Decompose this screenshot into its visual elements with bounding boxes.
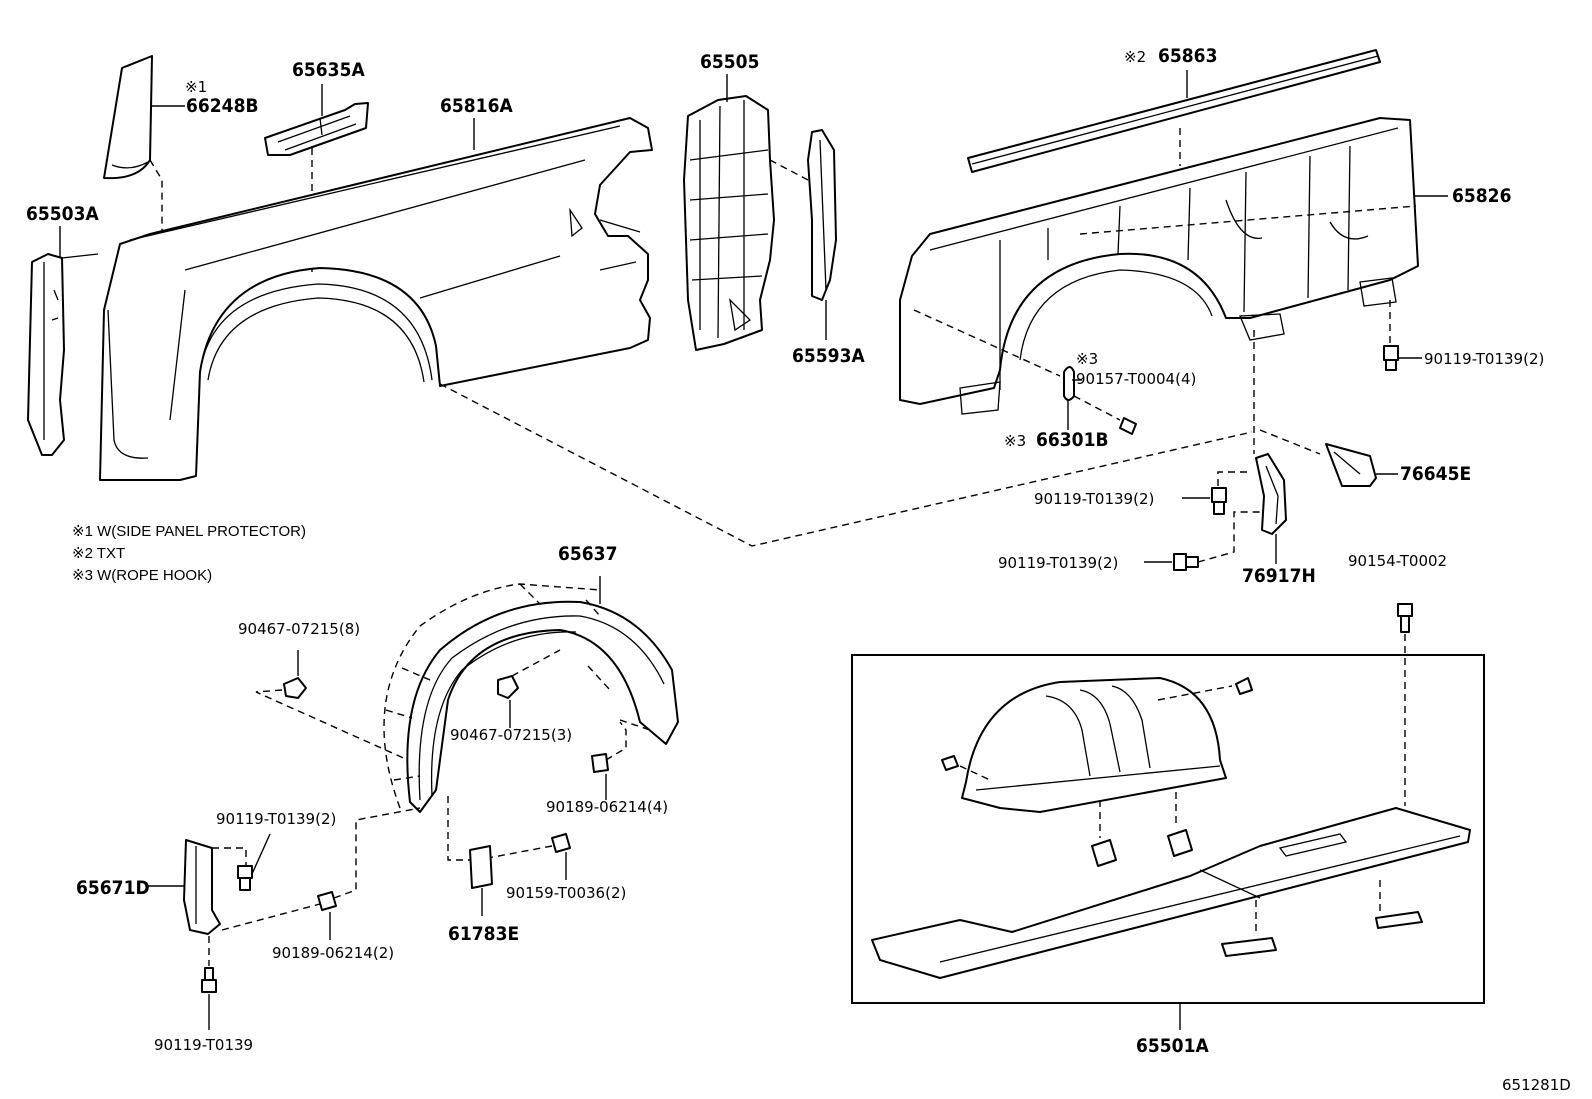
label-90157-T0004[interactable]: 90157-T0004(4) (1076, 370, 1196, 388)
label-65635A[interactable]: 65635A (292, 59, 365, 81)
part-76645E-shape[interactable] (1325, 443, 1377, 487)
label-90189-06214-4[interactable]: 90189-06214(4) (546, 798, 668, 816)
part-65503A-shape[interactable] (27, 253, 99, 456)
label-65505[interactable]: 65505 (700, 51, 759, 73)
rope-hook-66301B[interactable] (1063, 366, 1075, 401)
label-90119-T0139-a[interactable]: 90119-T0139(2) (1424, 350, 1544, 368)
part-65671D-shape[interactable] (183, 839, 221, 935)
bolt-90157-T0004[interactable] (1119, 417, 1137, 435)
bolt-90119-T0139-b[interactable] (1211, 487, 1227, 515)
label-65826[interactable]: 65826 (1452, 185, 1511, 207)
part-65505-shape[interactable] (683, 95, 775, 351)
part-65637-shape[interactable] (406, 600, 679, 813)
bolt-90119-T0139-d[interactable] (237, 865, 253, 891)
label-90154-T0002[interactable]: 90154-T0002 (1348, 552, 1447, 570)
bolt-90119-T0139-a[interactable] (1383, 345, 1399, 371)
clip-90189-06214-4[interactable] (591, 753, 609, 773)
label-65593A[interactable]: 65593A (792, 345, 865, 367)
label-90189-06214-2[interactable]: 90189-06214(2) (272, 944, 394, 962)
note-3: ※3 W(ROPE HOOK) (72, 567, 212, 584)
part-61783E-shape[interactable] (469, 845, 493, 889)
label-65816A[interactable]: 65816A (440, 95, 513, 117)
label-90119-T0139-c[interactable]: 90119-T0139(2) (998, 554, 1118, 572)
assembly-box-65501A (851, 654, 1485, 1004)
label-90119-T0139-e[interactable]: 90119-T0139 (154, 1036, 253, 1054)
label-65863[interactable]: 65863 (1158, 45, 1217, 67)
label-65501A[interactable]: 65501A (1136, 1035, 1209, 1057)
bolt-90159-T0036[interactable] (551, 833, 571, 853)
label-65671D[interactable]: 65671D (76, 877, 150, 899)
label-90467-07215-3[interactable]: 90467-07215(3) (450, 726, 572, 744)
bolt-90119-T0139-c[interactable] (1173, 553, 1199, 571)
label-65637[interactable]: 65637 (558, 543, 617, 565)
label-90467-07215-8[interactable]: 90467-07215(8) (238, 620, 360, 638)
note-1: ※1 W(SIDE PANEL PROTECTOR) (72, 523, 306, 540)
part-65816A-shape[interactable] (99, 117, 653, 481)
mark-90157: ※3 (1076, 350, 1098, 368)
label-90119-T0139-b[interactable]: 90119-T0139(2) (1034, 490, 1154, 508)
label-76645E[interactable]: 76645E (1400, 463, 1471, 485)
clip-90189-06214-2[interactable] (317, 891, 337, 911)
part-65863-shape[interactable] (967, 49, 1381, 173)
part-65635A-shape[interactable] (264, 102, 369, 156)
diagram-code: 651281D (1502, 1076, 1571, 1094)
bolt-90154-T0002[interactable] (1397, 603, 1413, 633)
label-90159-T0036[interactable]: 90159-T0036(2) (506, 884, 626, 902)
part-65593A-shape[interactable] (807, 129, 837, 301)
clip-90467-07215-8[interactable] (283, 677, 307, 699)
label-76917H[interactable]: 76917H (1242, 565, 1316, 587)
label-65503A[interactable]: 65503A (26, 203, 99, 225)
label-66248B[interactable]: 66248B (186, 95, 259, 117)
part-76917H-shape[interactable] (1255, 453, 1287, 535)
label-61783E[interactable]: 61783E (448, 923, 519, 945)
mark-65863: ※2 (1124, 48, 1146, 66)
mark-66301B: ※3 (1004, 432, 1026, 450)
note-2: ※2 TXT (72, 545, 125, 562)
clip-90467-07215-3[interactable] (497, 675, 519, 699)
part-66248B-shape[interactable] (103, 55, 153, 180)
label-66301B[interactable]: 66301B (1036, 429, 1109, 451)
mark-66248B: ※1 (185, 78, 207, 96)
part-65501A-shape[interactable] (871, 677, 1471, 979)
label-90119-T0139-d[interactable]: 90119-T0139(2) (216, 810, 336, 828)
part-65826-shape[interactable] (899, 117, 1419, 415)
bolt-90119-T0139-e[interactable] (201, 967, 217, 993)
